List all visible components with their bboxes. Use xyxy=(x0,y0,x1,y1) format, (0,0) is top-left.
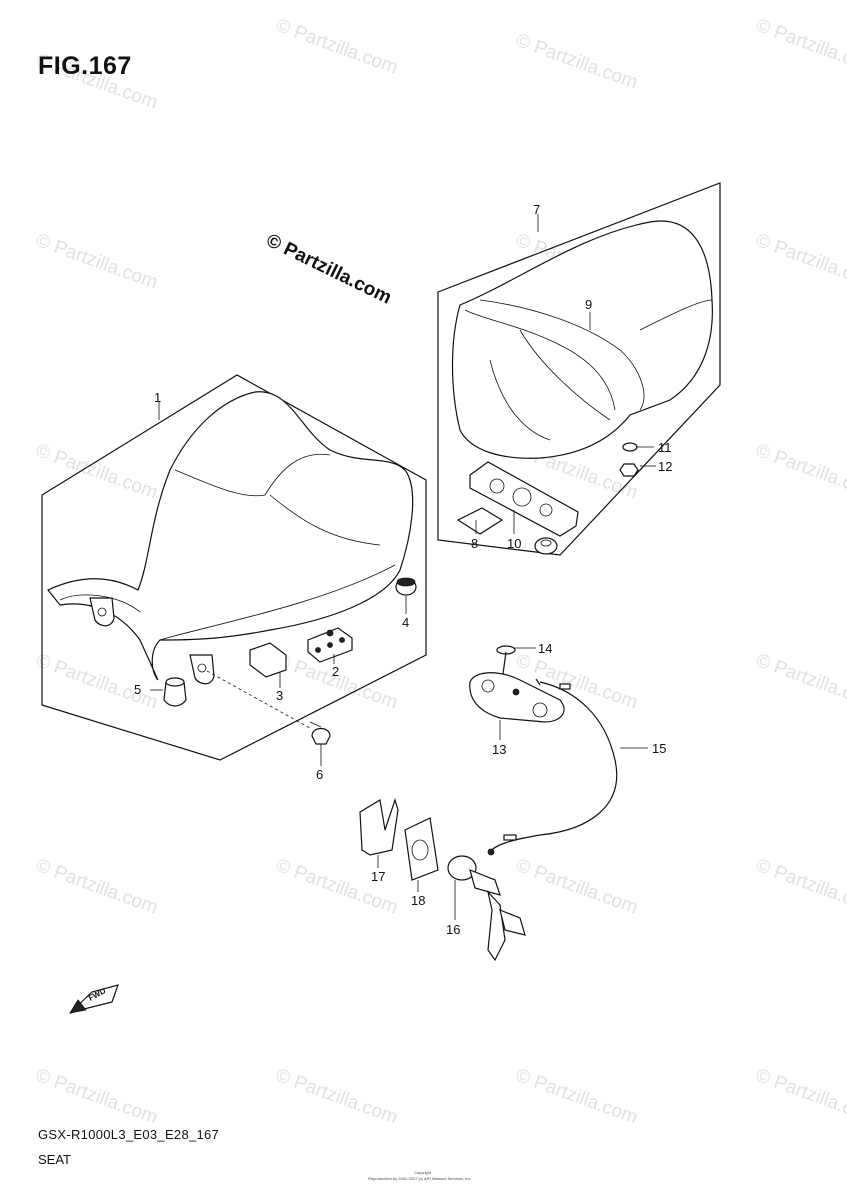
washer-part-11 xyxy=(622,442,638,452)
nut-part-12 xyxy=(619,463,639,477)
callout-3: 3 xyxy=(276,688,284,703)
callout-5: 5 xyxy=(134,682,142,697)
callout-9: 9 xyxy=(585,297,593,312)
callout-16: 16 xyxy=(446,922,461,937)
copyright-note: Reproduction by 2001-2017 (c) ARI Networ… xyxy=(368,1176,472,1181)
pad-part-8 xyxy=(456,507,504,535)
callout-15: 15 xyxy=(652,741,667,756)
screw-part-6 xyxy=(309,721,331,745)
bracket-part-2 xyxy=(307,627,353,663)
callout-2: 2 xyxy=(332,664,340,679)
cushion-part-4 xyxy=(395,577,417,596)
rear-cowl-drawing xyxy=(451,220,713,459)
callout-17: 17 xyxy=(371,869,386,884)
fwd-arrow-icon xyxy=(69,984,119,1014)
cable-part-15 xyxy=(487,678,618,856)
callout-4: 4 xyxy=(402,615,410,630)
front-seat-drawing xyxy=(47,391,414,685)
bracket-plate-part-10 xyxy=(469,461,579,537)
callout-10: 10 xyxy=(507,536,522,551)
callout-6: 6 xyxy=(316,767,324,782)
cushion-part-5 xyxy=(163,677,187,707)
bracket-part-17 xyxy=(359,798,399,856)
callout-13: 13 xyxy=(492,742,507,757)
grommet-part-10 xyxy=(534,537,558,555)
callout-1: 1 xyxy=(154,390,162,405)
callout-14: 14 xyxy=(538,641,553,656)
callout-7: 7 xyxy=(533,202,541,217)
bolt-part-14 xyxy=(496,645,516,675)
front-seat-outline-box xyxy=(41,374,427,761)
pad-part-3 xyxy=(249,642,287,678)
plate-part-18 xyxy=(404,817,439,881)
copyright-title: Copyright xyxy=(414,1170,432,1175)
section-name: SEAT xyxy=(38,1152,71,1167)
callout-8: 8 xyxy=(471,536,479,551)
callout-11: 11 xyxy=(658,440,672,455)
figure-title: FIG.167 xyxy=(38,52,132,80)
callout-12: 12 xyxy=(658,459,673,474)
lock-part-16 xyxy=(447,855,526,962)
latch-part-13 xyxy=(469,672,565,723)
rear-seat-outline-box xyxy=(437,182,721,556)
callout-18: 18 xyxy=(411,893,426,908)
model-code: GSX-R1000L3_E03_E28_167 xyxy=(38,1127,220,1142)
